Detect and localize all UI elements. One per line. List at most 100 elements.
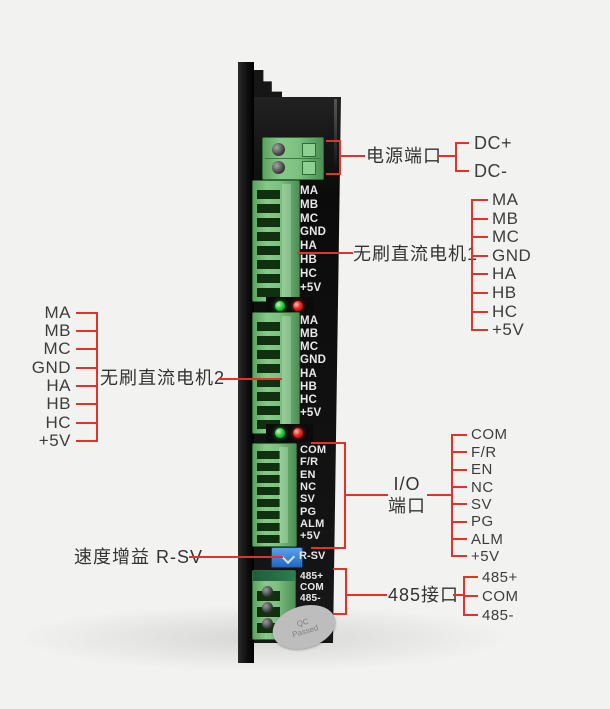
screw-icon	[262, 602, 273, 613]
tick-line	[76, 330, 98, 333]
board-pin-print: +5V	[300, 281, 322, 294]
status-led-red-icon	[293, 428, 303, 438]
terminal-slots	[257, 185, 280, 297]
status-led-red-icon	[293, 301, 303, 311]
io-label-line1: I/O	[393, 474, 421, 494]
motor2-connector	[252, 312, 300, 434]
pin-row: MA	[16, 303, 98, 322]
pin-row: MC	[16, 339, 98, 359]
terminal-slots	[257, 447, 280, 543]
connector-highlight	[282, 316, 291, 430]
terminal-slots	[257, 317, 280, 429]
pin-label: HA	[46, 376, 71, 396]
board-pin-print: MB	[300, 328, 319, 341]
pin-label: +5V	[471, 547, 500, 565]
board-pin-print: +5V	[300, 406, 322, 419]
pin-label: SV	[471, 495, 493, 513]
led-panel	[266, 297, 313, 315]
callout-line	[453, 594, 464, 596]
board-pin-print: 485-	[300, 592, 321, 604]
tick-line	[451, 486, 467, 488]
tick-line	[76, 311, 98, 314]
tick-line	[471, 198, 488, 201]
tick-line	[471, 254, 488, 257]
rs485-label: 485接口	[388, 585, 460, 605]
tick-line	[451, 555, 467, 558]
tick-line	[471, 236, 488, 239]
tick-line	[76, 440, 98, 443]
pin-row: ALM	[451, 530, 508, 548]
power-terminal	[262, 137, 324, 180]
tick-line	[471, 217, 488, 220]
tick-line	[76, 385, 98, 388]
speed-gain-label: 速度增益 R-SV	[74, 547, 204, 567]
tick-line	[471, 329, 488, 332]
board-pin-print: ALM	[300, 517, 325, 530]
dc-bracket-line	[455, 142, 457, 172]
board-pin-print: PG	[300, 505, 317, 518]
pin-row: MB	[16, 321, 98, 340]
screw-icon	[262, 618, 273, 629]
board-pin-print: F/R	[300, 456, 319, 469]
board-pin-print: SV	[300, 493, 316, 506]
pin-row: MB	[471, 209, 531, 228]
motor1-bracket-line	[471, 199, 473, 331]
pin-row: HA	[16, 376, 98, 396]
io-port-label: I/O 端口	[387, 474, 427, 517]
pin-label: COM	[471, 426, 508, 444]
tick-line	[463, 595, 478, 597]
screw-icon	[272, 160, 285, 174]
pin-row: HC	[16, 413, 98, 432]
tick-line	[76, 403, 98, 406]
pin-row: DC-	[455, 157, 512, 185]
motor2-bracket-line	[96, 312, 98, 442]
body-edge-highlight	[334, 99, 337, 169]
tick-line	[455, 170, 469, 172]
board-pin-print: HA	[300, 367, 318, 380]
pin-label: +5V	[38, 431, 71, 451]
power-terminal-cell	[265, 140, 321, 159]
tick-line	[471, 291, 488, 294]
pin-row: PG	[451, 513, 508, 530]
pin-row: HC	[471, 302, 531, 321]
tick-line	[455, 142, 469, 144]
board-pin-print: HC	[300, 267, 318, 280]
pin-label: GND	[31, 357, 71, 377]
tick-line	[451, 503, 467, 506]
callout-line	[437, 155, 455, 157]
tick-line	[451, 468, 467, 471]
motor1-connector	[252, 180, 300, 302]
rsv-print-label: R-SV	[299, 550, 326, 562]
board-pin-print: COM	[300, 444, 327, 457]
board-pin-print: HB	[300, 254, 318, 267]
io-bracket	[311, 442, 346, 549]
callout-line	[345, 594, 387, 596]
pin-label: 485+	[482, 568, 518, 586]
board-pin-print: MC	[300, 341, 319, 354]
board-pin-print: NC	[300, 481, 317, 494]
sticker-text: Passed	[291, 623, 320, 640]
connector-highlight	[282, 184, 291, 298]
board-pin-print: 485+	[300, 571, 324, 583]
pin-row: +5V	[16, 431, 98, 451]
callout-line	[427, 494, 451, 496]
pin-label: MC	[43, 339, 71, 359]
connector-cap	[253, 571, 295, 581]
pin-label: HA	[492, 264, 517, 284]
callout-line	[218, 378, 282, 380]
power-port-label: 电源端口	[366, 146, 442, 166]
pin-row: SV	[451, 496, 508, 513]
rs485-bracket	[333, 568, 347, 615]
terminal-pad	[302, 161, 316, 175]
pin-row: HA	[471, 264, 531, 284]
power-bracket	[326, 140, 341, 175]
pin-row: 485-	[463, 606, 519, 625]
pin-row: GND	[471, 246, 531, 265]
pin-label: GND	[492, 245, 532, 265]
tick-line	[451, 433, 467, 436]
pin-row: COM	[451, 426, 508, 443]
pin-label: COM	[482, 587, 519, 605]
